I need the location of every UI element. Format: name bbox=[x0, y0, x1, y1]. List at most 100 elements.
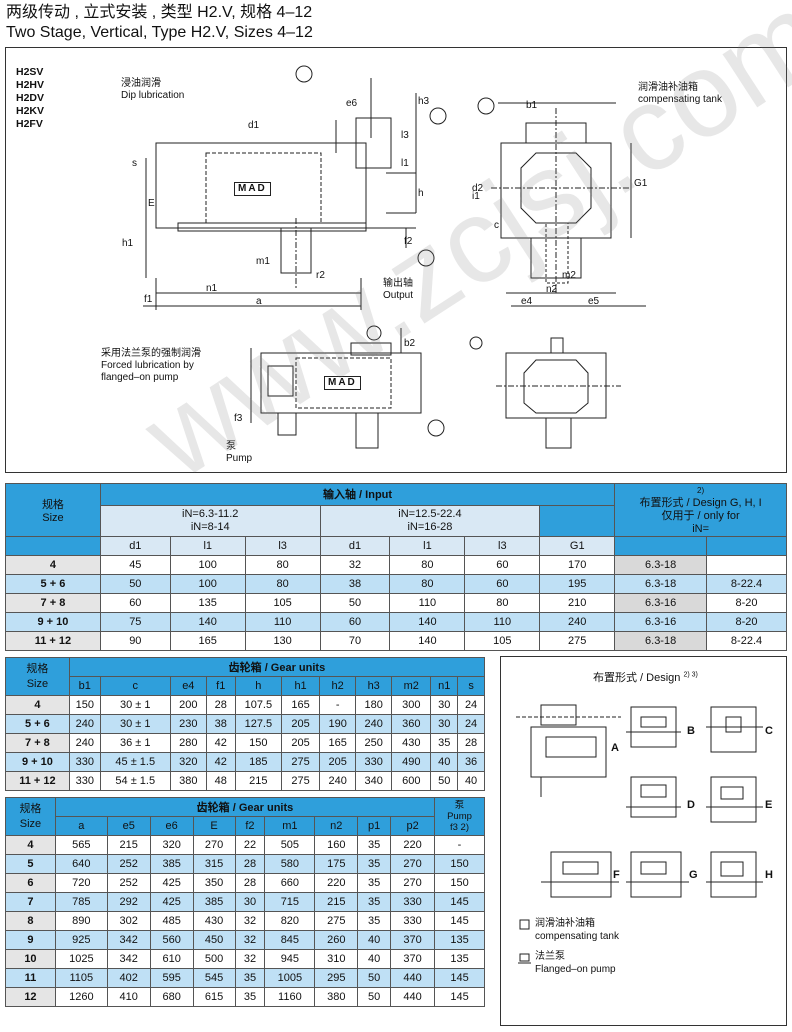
dim-label: h bbox=[418, 188, 424, 199]
table-cell: 220 bbox=[314, 873, 359, 893]
column-header: l1 bbox=[169, 536, 246, 556]
dim-label: h1 bbox=[122, 238, 134, 249]
table-cell: 145 bbox=[434, 892, 485, 912]
output-label-cn: 输出轴 bbox=[383, 278, 413, 289]
table-cell: 30 ± 1 bbox=[99, 714, 171, 734]
table-cell: 615 bbox=[192, 987, 236, 1007]
table-cell: 110 bbox=[389, 593, 466, 613]
column-header bbox=[706, 536, 787, 556]
model-code: H2DV bbox=[16, 92, 45, 104]
table-cell: 30 bbox=[430, 695, 459, 715]
table-cell: 410 bbox=[106, 987, 151, 1007]
table-cell: 545 bbox=[192, 968, 236, 988]
table-cell: 24 bbox=[457, 714, 485, 734]
design-title: 布置形式 / Design 2) 3) bbox=[593, 671, 698, 684]
table-cell: 60 bbox=[319, 612, 391, 632]
brand-plate-forced: MAD bbox=[324, 376, 361, 390]
table-cell: 185 bbox=[234, 752, 283, 772]
table-cell: 385 bbox=[192, 892, 236, 912]
dim-label: e5 bbox=[588, 296, 600, 307]
table-cell: 35 bbox=[357, 911, 392, 931]
housing-side-view bbox=[155, 142, 367, 229]
table-cell: 270 bbox=[390, 873, 436, 893]
column-header: c bbox=[99, 676, 171, 696]
table-cell: 165 bbox=[281, 695, 321, 715]
dim-label: b1 bbox=[526, 100, 538, 111]
column-header bbox=[614, 536, 708, 556]
dim-label: b2 bbox=[404, 338, 416, 349]
table-cell: 110 bbox=[464, 612, 541, 632]
table-cell: 145 bbox=[434, 987, 485, 1007]
table-cell: 48 bbox=[205, 771, 236, 791]
table-cell: 402 bbox=[106, 968, 151, 988]
column-header: n2 bbox=[314, 816, 359, 836]
table-cell: 42 bbox=[205, 733, 236, 753]
table-cell: 105 bbox=[244, 593, 321, 613]
model-code: H2FV bbox=[16, 118, 43, 130]
table-cell: 165 bbox=[319, 733, 357, 753]
table-cell: 330 bbox=[390, 892, 436, 912]
table-cell: 440 bbox=[390, 968, 436, 988]
table-cell: 660 bbox=[264, 873, 316, 893]
design-letter: F bbox=[613, 869, 620, 881]
table-cell: 40 bbox=[357, 949, 392, 969]
table-cell: 22 bbox=[234, 835, 266, 855]
table-cell: 38 bbox=[205, 714, 236, 734]
table-cell: 565 bbox=[54, 835, 108, 855]
dim-label: f2 bbox=[404, 236, 413, 247]
table-cell: 1105 bbox=[54, 968, 108, 988]
table-cell: 80 bbox=[244, 555, 321, 575]
table-cell: 1160 bbox=[264, 987, 316, 1007]
table-cell: 610 bbox=[149, 949, 194, 969]
table-cell: 490 bbox=[391, 752, 432, 772]
size-cell: 7 bbox=[5, 892, 56, 912]
brand-plate: MAD bbox=[234, 182, 271, 196]
table-cell: 200 bbox=[169, 695, 207, 715]
table-cell: 35 bbox=[234, 968, 266, 988]
dim-label: d1 bbox=[248, 120, 260, 131]
table-cell: 315 bbox=[192, 854, 236, 874]
table-cell: 60 bbox=[99, 593, 171, 613]
table-cell: 340 bbox=[355, 771, 393, 791]
design-letter: A bbox=[611, 742, 619, 754]
table-cell: 75 bbox=[99, 612, 171, 632]
table-cell: 330 bbox=[390, 911, 436, 931]
table-cell: 40 bbox=[430, 752, 459, 772]
column-header: e5 bbox=[106, 816, 151, 836]
pump-body bbox=[277, 412, 297, 436]
size-cell: 4 bbox=[5, 835, 56, 855]
table-cell: 440 bbox=[390, 987, 436, 1007]
table-cell: 32 bbox=[234, 949, 266, 969]
table-cell: 170 bbox=[539, 555, 616, 575]
table-cell: 180 bbox=[355, 695, 393, 715]
tank-label-en: compensating tank bbox=[638, 94, 722, 105]
table-cell: 60 bbox=[464, 555, 541, 575]
dim-label: f3 bbox=[234, 413, 243, 424]
table-cell: 28 bbox=[234, 873, 266, 893]
table-cell: 560 bbox=[149, 930, 194, 950]
table-cell: 1025 bbox=[54, 949, 108, 969]
dim-label: n2 bbox=[546, 284, 558, 295]
table-cell: 28 bbox=[234, 854, 266, 874]
size-cell: 11 + 12 bbox=[5, 771, 70, 791]
table-cell: 32 bbox=[234, 911, 266, 931]
table-cell: 215 bbox=[234, 771, 283, 791]
table-cell: 252 bbox=[106, 873, 151, 893]
housing-forced-side bbox=[260, 352, 422, 414]
table-cell: 90 bbox=[99, 631, 171, 651]
design-letter: B bbox=[687, 725, 695, 737]
column-header: l3 bbox=[464, 536, 541, 556]
table-cell: 292 bbox=[106, 892, 151, 912]
